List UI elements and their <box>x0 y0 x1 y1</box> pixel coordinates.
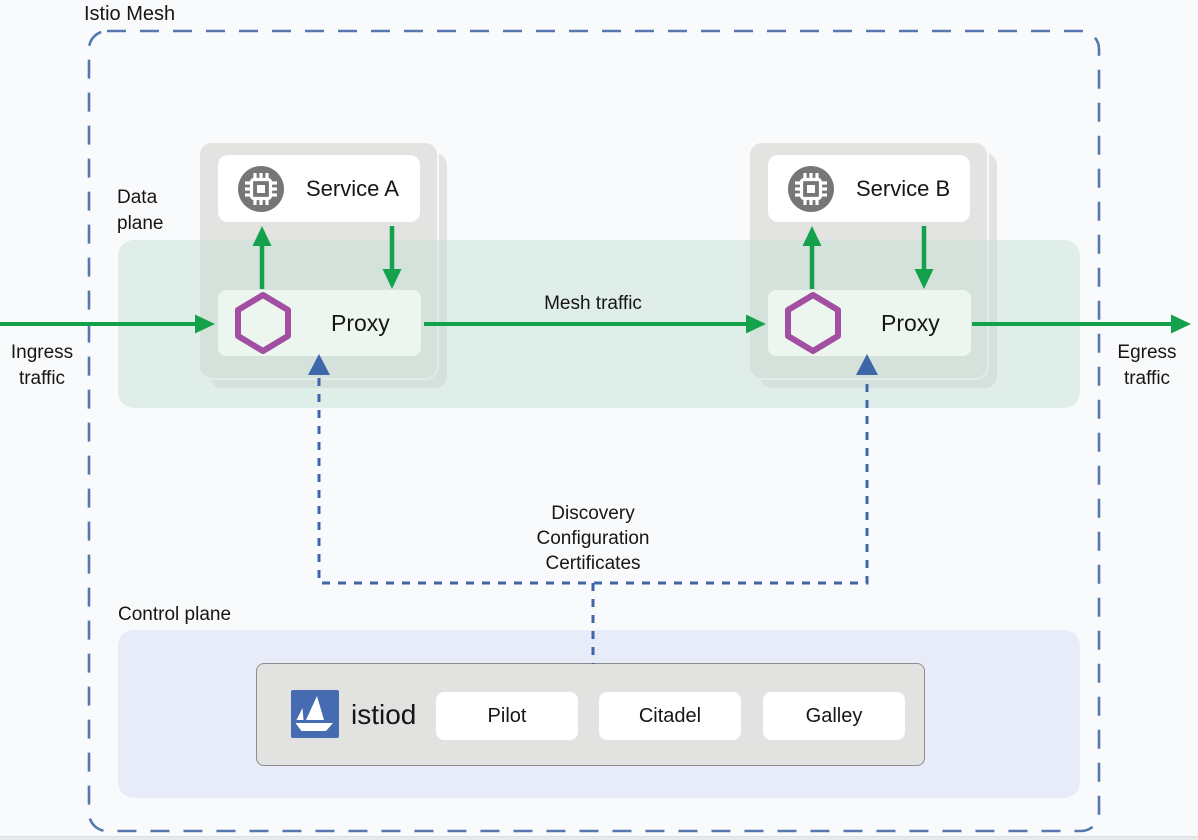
service-a-box: Service A <box>218 155 420 222</box>
istio-sailboat-logo <box>291 690 339 738</box>
proxy-a-label: Proxy <box>331 309 390 336</box>
connection-line-discovery: Discovery <box>551 503 635 524</box>
mesh-traffic-label: Mesh traffic <box>544 293 642 314</box>
page-bottom-edge <box>0 836 1198 840</box>
proxy-a-box: Proxy <box>218 290 421 356</box>
istiod-label: istiod <box>351 698 417 730</box>
service-b-box: Service B <box>768 155 970 222</box>
istio-mesh-title: Istio Mesh <box>84 3 176 25</box>
control-plane-label: Control plane <box>118 604 232 625</box>
galley-box: Galley <box>763 692 905 740</box>
control-connection-label: Discovery Configuration Certificates <box>493 501 693 576</box>
proxy-b-label: Proxy <box>881 309 940 336</box>
citadel-box: Citadel <box>599 692 741 740</box>
proxy-b-box: Proxy <box>768 290 971 356</box>
pilot-box: Pilot <box>436 692 578 740</box>
service-b-label: Service B <box>856 175 951 201</box>
chip-icon <box>238 165 284 212</box>
ingress-traffic-label: Ingress traffic <box>10 342 74 389</box>
connection-line-certificates: Certificates <box>545 553 641 574</box>
connection-line-configuration: Configuration <box>536 528 650 549</box>
egress-traffic-label: Egress traffic <box>1117 342 1177 389</box>
istiod-box: istiod Pilot Citadel Galley <box>256 663 925 766</box>
chip-icon <box>788 165 834 212</box>
data-plane-label: Data plane <box>117 187 164 234</box>
service-a-label: Service A <box>306 175 399 201</box>
hexagon-sidecar-proxy-icon <box>783 291 843 355</box>
hexagon-sidecar-proxy-icon <box>233 291 293 355</box>
